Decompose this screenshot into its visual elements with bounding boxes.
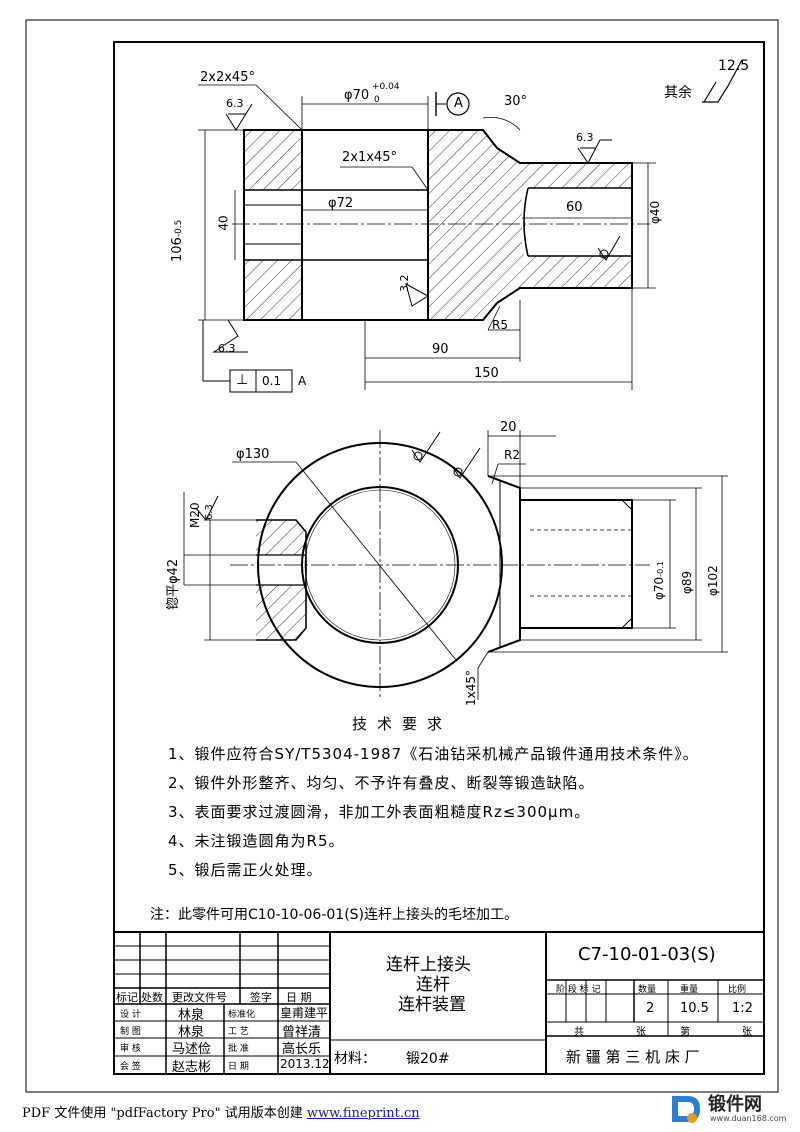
step-length-20: 20 <box>500 420 517 435</box>
shank-diameter-70: φ70-0.1 <box>652 561 666 600</box>
inner-chamfer-label: 2x1x45° <box>342 150 397 165</box>
part-name: 连杆上接头 <box>386 955 471 975</box>
material-value: 锻20# <box>406 1051 450 1067</box>
surface-other-value: 12.5 <box>718 58 750 74</box>
bore-tolerance-lower: 0 <box>374 95 380 105</box>
role-label-2: 批 准 <box>228 1044 249 1054</box>
brand-url: www.duan168.com <box>710 1114 787 1123</box>
weight-value: 10.5 <box>680 1001 709 1016</box>
total-sheets-label: 共 <box>574 1027 584 1038</box>
footer-link[interactable]: www.fineprint.cn <box>306 1106 420 1121</box>
role-label-2: 工 艺 <box>228 1027 249 1037</box>
requirement-item: 2、锻件外形整齐、均匀、不予许有叠皮、断裂等锻造缺陷。 <box>168 774 595 792</box>
bore-tolerance-upper: +0.04 <box>372 82 400 92</box>
change-doc-header: 更改文件号 <box>172 991 227 1004</box>
perpendicularity-symbol: ⊥ <box>236 372 249 388</box>
requirement-item: 5、锻后需正火处理。 <box>168 861 323 879</box>
fillet-r2-label: R2 <box>504 448 520 462</box>
product-name: 连杆装置 <box>398 995 466 1015</box>
perpendicularity-datum: A <box>298 374 307 388</box>
small-bore-40: 40 <box>216 215 231 231</box>
role-label: 设 计 <box>120 1010 141 1020</box>
role-name-2: 高长乐 <box>282 1042 322 1057</box>
chamfer-end-label: 1x45° <box>464 669 478 706</box>
requirement-item: 4、未注锻造圆角为R5。 <box>168 832 345 850</box>
material-label: 材料： <box>334 1051 376 1067</box>
role-label: 制 图 <box>120 1027 141 1037</box>
role-name-2: 皇甫建平 <box>280 1006 329 1020</box>
outer-diameter-130: φ130 <box>236 447 270 462</box>
change-count-header: 处数 <box>141 991 163 1004</box>
sheet-no-label: 第 <box>680 1027 690 1038</box>
scale-header: 比例 <box>728 985 747 995</box>
requirement-item: 3、表面要求过渡圆滑，非加工外表面粗糙度Rz≤300μm。 <box>168 803 591 821</box>
weight-header: 重量 <box>680 985 699 995</box>
title-block-grid <box>113 931 765 1075</box>
company-name: 新 疆 第 三 机 床 厂 <box>566 1048 700 1066</box>
surface-other-label: 其余 <box>664 85 692 101</box>
length-150-label: 150 <box>474 366 499 381</box>
scale-value: 1:2 <box>732 1001 753 1016</box>
datum-a-label: A <box>454 96 463 111</box>
drawing-number: C7-10-01-03(S) <box>578 944 716 965</box>
thread-m20-label: M20 <box>188 502 202 528</box>
change-date-header: 日 期 <box>286 991 312 1004</box>
assembly-name: 连杆 <box>416 975 450 995</box>
roughness-top-left: 6.3 <box>226 97 244 110</box>
change-mark-header: 标记 <box>116 991 138 1004</box>
angle-30-label: 30° <box>504 94 528 109</box>
chamfer-top-label: 2x2x45° <box>200 70 255 85</box>
role-name: 赵志彬 <box>172 1060 212 1075</box>
fillet-r5-label: R5 <box>492 318 508 332</box>
role-label-2: 日 期 <box>228 1062 249 1072</box>
role-label: 审 核 <box>120 1044 141 1054</box>
brand-logo: 锻件网 www.duan168.com <box>668 1090 788 1130</box>
role-name: 林泉 <box>178 1008 205 1023</box>
pdf-footer: PDF 文件使用 "pdfFactory Pro" 试用版本创建 www.fin… <box>22 1102 420 1121</box>
requirements-title: 技术要求 <box>352 715 453 733</box>
bore-diameter-label: φ70 <box>344 88 370 103</box>
spot-face-label: 锪平φ42 <box>166 558 181 610</box>
blank-note: 注：此零件可用C10-10-06-01(S)连杆上接头的毛坯加工。 <box>150 907 518 923</box>
role-name-2: 曾祥清 <box>282 1025 322 1040</box>
stage-header: 阶 段 标 记 <box>556 985 601 995</box>
roughness-right-label: 6.3 <box>576 131 594 144</box>
hole-diameter-72: φ72 <box>328 196 354 211</box>
quantity-value: 2 <box>646 1001 655 1016</box>
length-90-label: 90 <box>432 342 449 357</box>
thread-roughness: 6.3 <box>204 504 215 520</box>
role-name: 马述俭 <box>172 1042 212 1057</box>
shank-length-60: 60 <box>566 200 583 215</box>
outer-border <box>25 19 779 1093</box>
bore-roughness-3-2: 3.2 <box>398 274 411 293</box>
sheets-label: 张 <box>636 1027 646 1038</box>
role-label-2: 标准化 <box>228 1010 256 1020</box>
flange-diameter-102: φ102 <box>706 565 720 596</box>
role-label: 会 签 <box>120 1062 141 1072</box>
brand-name: 锻件网 <box>708 1094 762 1115</box>
quantity-header: 数量 <box>638 985 657 995</box>
change-sign-header: 签字 <box>250 991 272 1004</box>
perpendicularity-value: 0.1 <box>262 374 282 388</box>
height-dimension: 106-0.5 <box>170 219 185 262</box>
footer-text: PDF 文件使用 "pdfFactory Pro" 试用版本创建 <box>22 1106 307 1121</box>
sheets-label-2: 张 <box>742 1027 752 1038</box>
requirement-item: 1、锻件应符合SY/T5304-1987《石油钻采机械产品锻件通用技术条件》。 <box>168 745 699 763</box>
shank-diameter-40: φ40 <box>648 200 662 224</box>
logo-mark-icon <box>672 1096 700 1123</box>
role-name: 林泉 <box>178 1025 205 1040</box>
roughness-bottom-left: 6.3 <box>218 342 236 355</box>
role-name-2: 2013.12 <box>280 1057 330 1071</box>
plan-view <box>183 430 728 700</box>
section-view <box>198 59 743 393</box>
shoulder-diameter-89: φ89 <box>680 570 694 594</box>
